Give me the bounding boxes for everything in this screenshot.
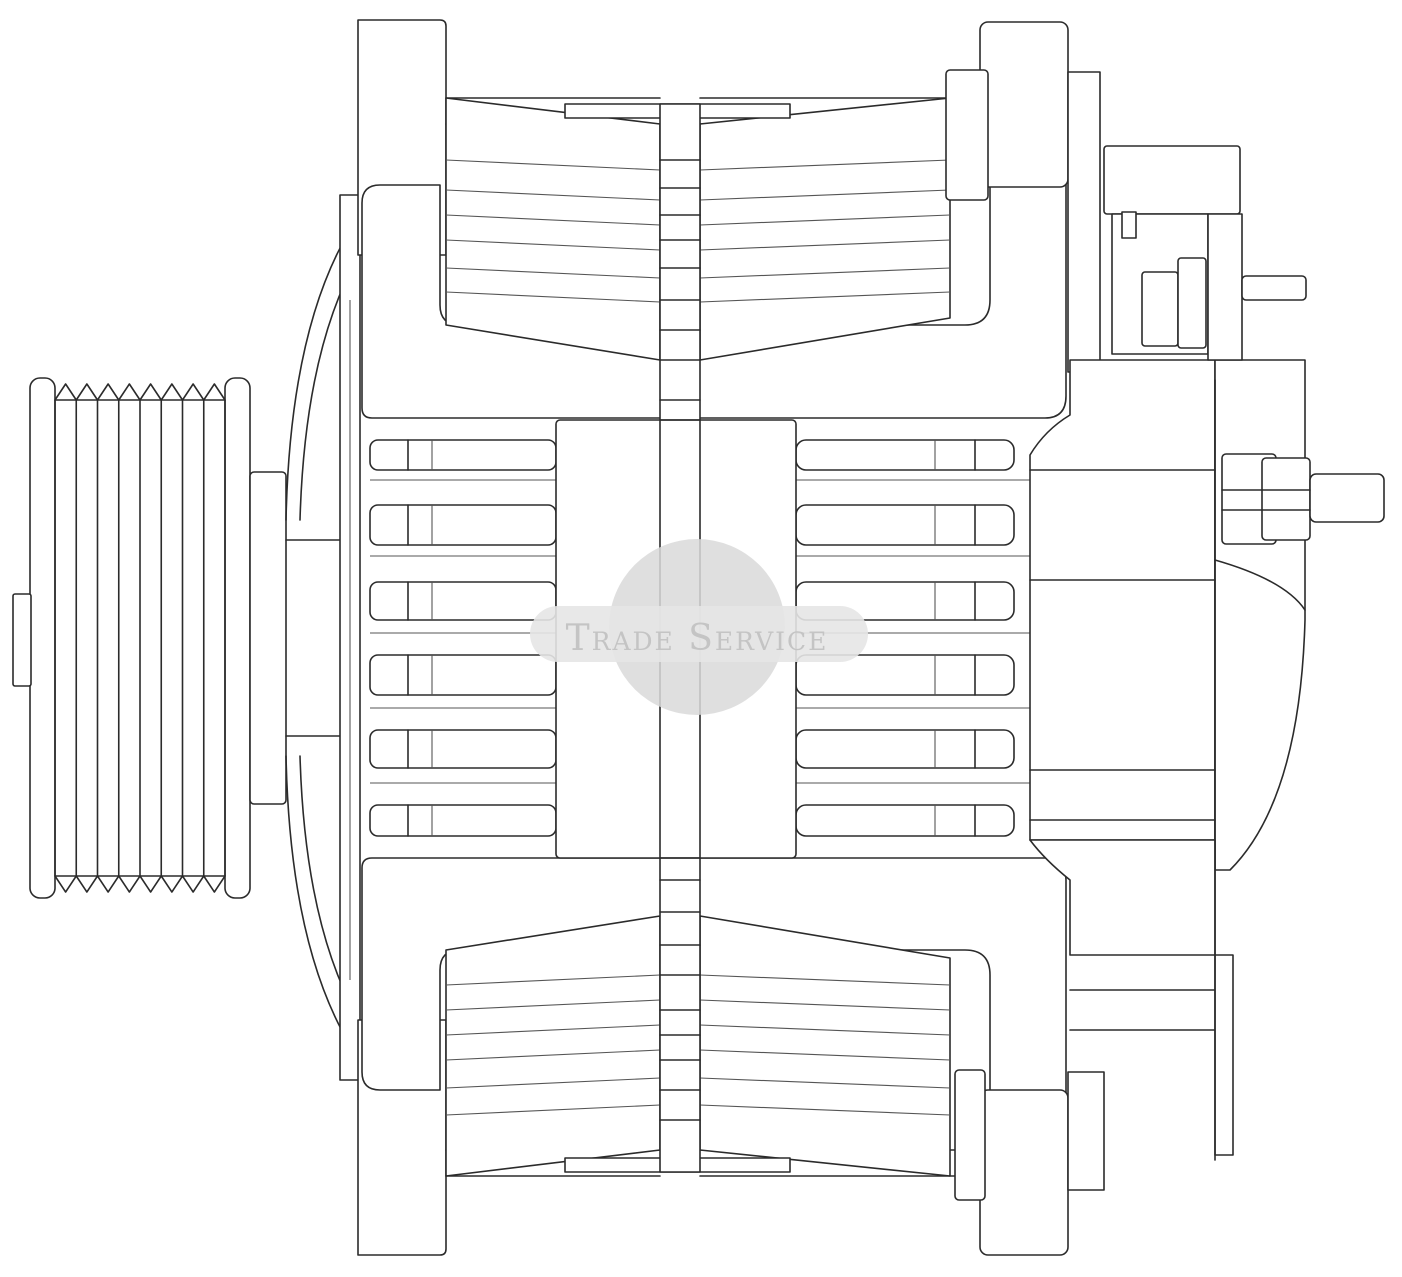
front-housing xyxy=(286,195,362,1080)
pulley xyxy=(13,378,286,898)
cooling-windows xyxy=(370,420,1030,858)
rear-mounting-ear-bottom xyxy=(955,1070,1104,1255)
watermark-text: Trade Service xyxy=(566,618,829,659)
stator-band xyxy=(446,98,950,1176)
watermark-band xyxy=(530,606,868,662)
regulator-connector xyxy=(1104,146,1306,360)
battery-terminal-stud xyxy=(1222,454,1384,544)
watermark: Trade Service xyxy=(530,539,868,715)
pulley-grooves xyxy=(55,384,225,892)
rear-mounting-ear-top xyxy=(946,22,1100,372)
